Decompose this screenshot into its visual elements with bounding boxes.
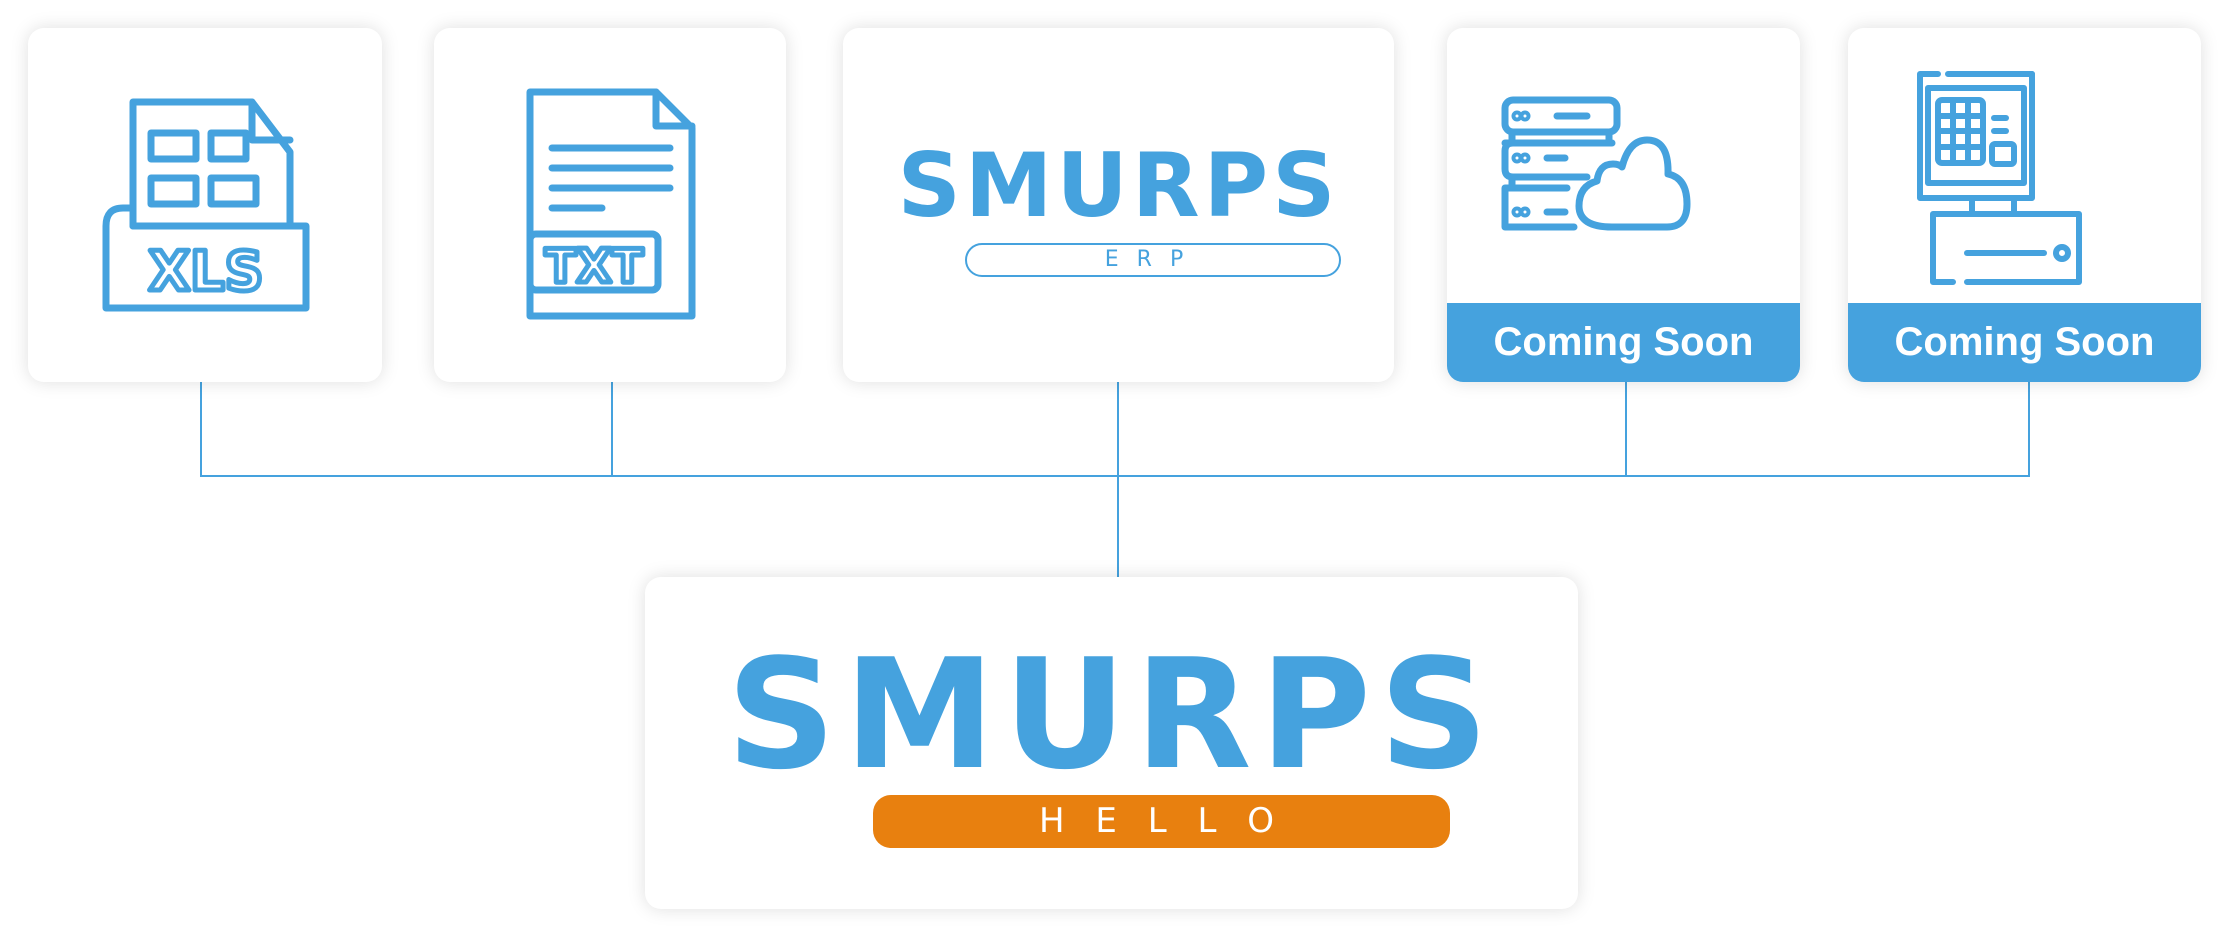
connector-bus xyxy=(200,475,2030,477)
source-card-pos[interactable]: Coming Soon xyxy=(1848,28,2201,382)
connector-erp xyxy=(1117,382,1119,578)
source-card-erp[interactable]: SMURPS ERP xyxy=(843,28,1394,382)
connector-pos xyxy=(2028,382,2030,477)
xls-file-icon: XLS xyxy=(102,98,310,312)
source-card-xls[interactable]: XLS xyxy=(28,28,382,382)
connector-cloud xyxy=(1625,382,1627,477)
coming-soon-badge: Coming Soon xyxy=(1848,303,2201,382)
source-card-cloud[interactable]: Coming Soon xyxy=(1447,28,1800,382)
pos-terminal-icon xyxy=(1917,71,2082,285)
txt-file-icon: TXT xyxy=(526,88,696,320)
source-card-txt[interactable]: TXT xyxy=(434,28,786,382)
connector-xls xyxy=(200,382,202,477)
server-cloud-icon xyxy=(1501,96,1691,231)
connector-txt xyxy=(611,382,613,477)
erp-brand-logo: SMURPS xyxy=(897,134,1340,237)
svg-text:TXT: TXT xyxy=(545,239,644,293)
svg-text:XLS: XLS xyxy=(149,240,264,303)
target-card-smurps-hello[interactable]: SMURPS H E L L O xyxy=(645,577,1578,909)
erp-label: ERP xyxy=(965,243,1341,277)
hello-label: H E L L O xyxy=(873,795,1450,848)
coming-soon-badge: Coming Soon xyxy=(1447,303,1800,382)
hello-brand-logo: SMURPS xyxy=(726,626,1497,803)
